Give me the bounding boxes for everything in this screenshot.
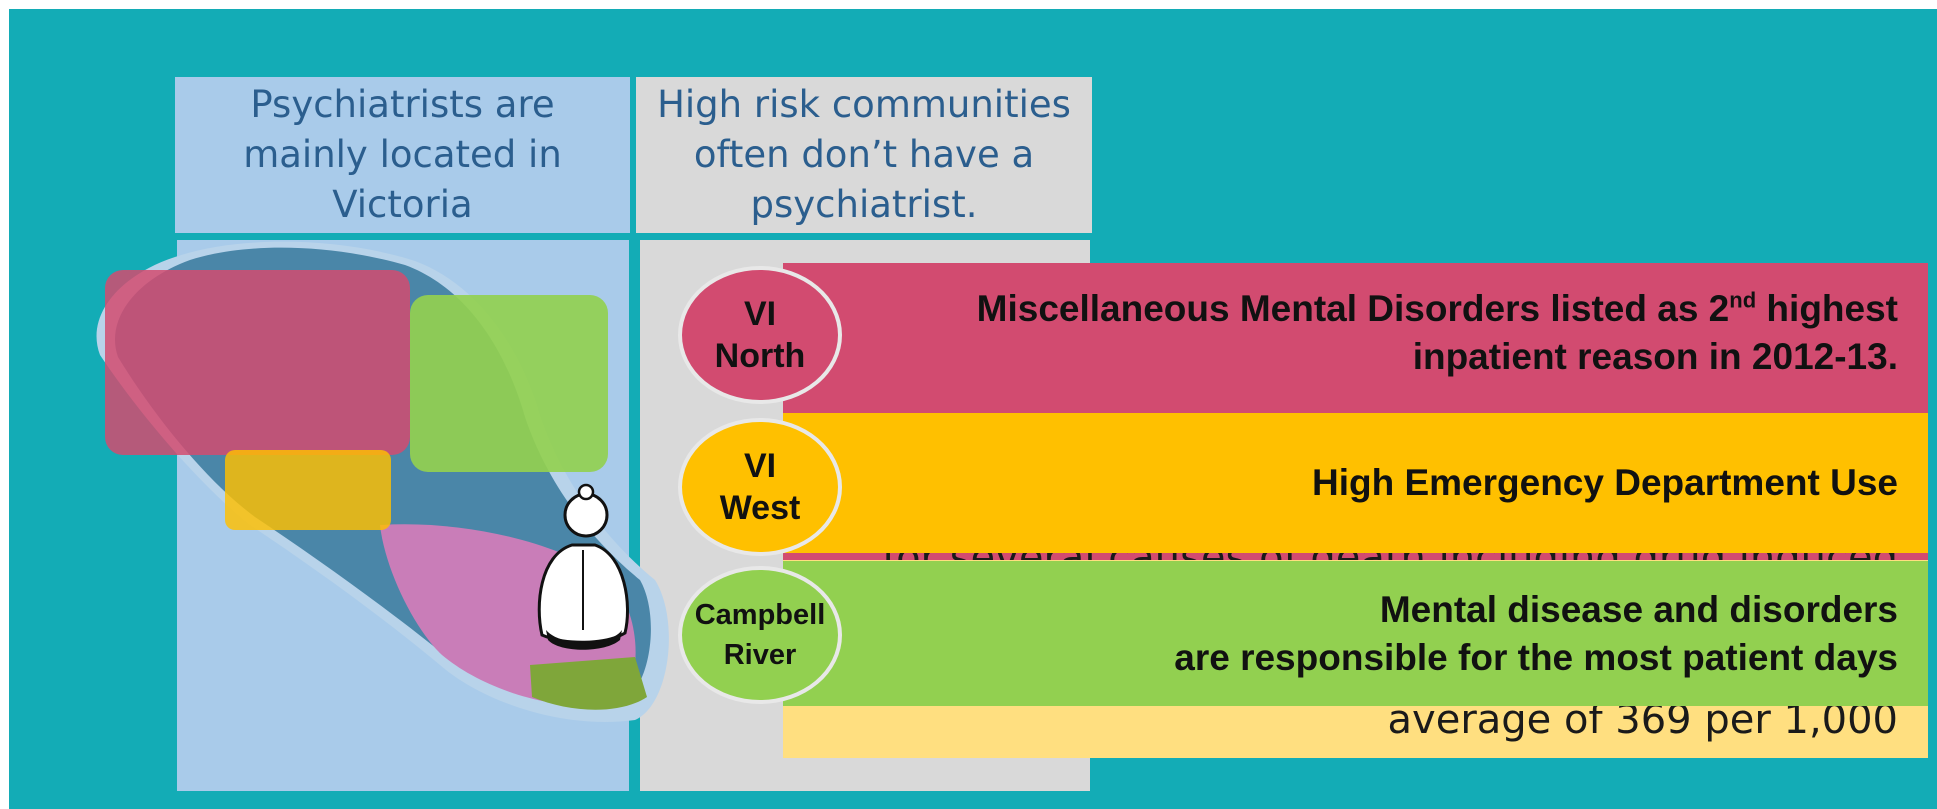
vi-north-callout: Miscellaneous Mental Disorders listed as…: [783, 263, 1928, 403]
victoria-region: [530, 657, 647, 710]
vi-north-callout-line-2: inpatient reason in 2012-13.: [1412, 336, 1898, 377]
campbell-river-callout-line-2: are responsible for the most patient day…: [1174, 636, 1898, 678]
vi-north-highlight: [105, 270, 410, 455]
vi-north-callout-line-1: Miscellaneous Mental Disorders listed as…: [976, 287, 1898, 329]
campbell-river-callout: Mental disease and disorders are respons…: [783, 561, 1928, 706]
header-high-risk-communities: High risk communities often don’t have a…: [636, 77, 1092, 233]
vi-west-callout: High Emergency Department Use: [783, 413, 1928, 553]
vancouver-island-map: [96, 241, 669, 722]
vi-north-badge: VI North: [678, 266, 842, 404]
psychiatrist-figure-icon: [537, 483, 629, 650]
vi-west-highlight: [225, 450, 391, 530]
header-psychiatrists-location: Psychiatrists are mainly located in Vict…: [175, 77, 630, 233]
campbell-river-callout-line-1: Mental disease and disorders: [1379, 588, 1898, 630]
campbell-river-highlight: [410, 295, 608, 472]
vi-west-badge: VI West: [678, 418, 842, 556]
vi-west-callout-line-1: High Emergency Department Use: [1311, 462, 1898, 503]
campbell-river-badge: Campbell River: [678, 566, 842, 704]
